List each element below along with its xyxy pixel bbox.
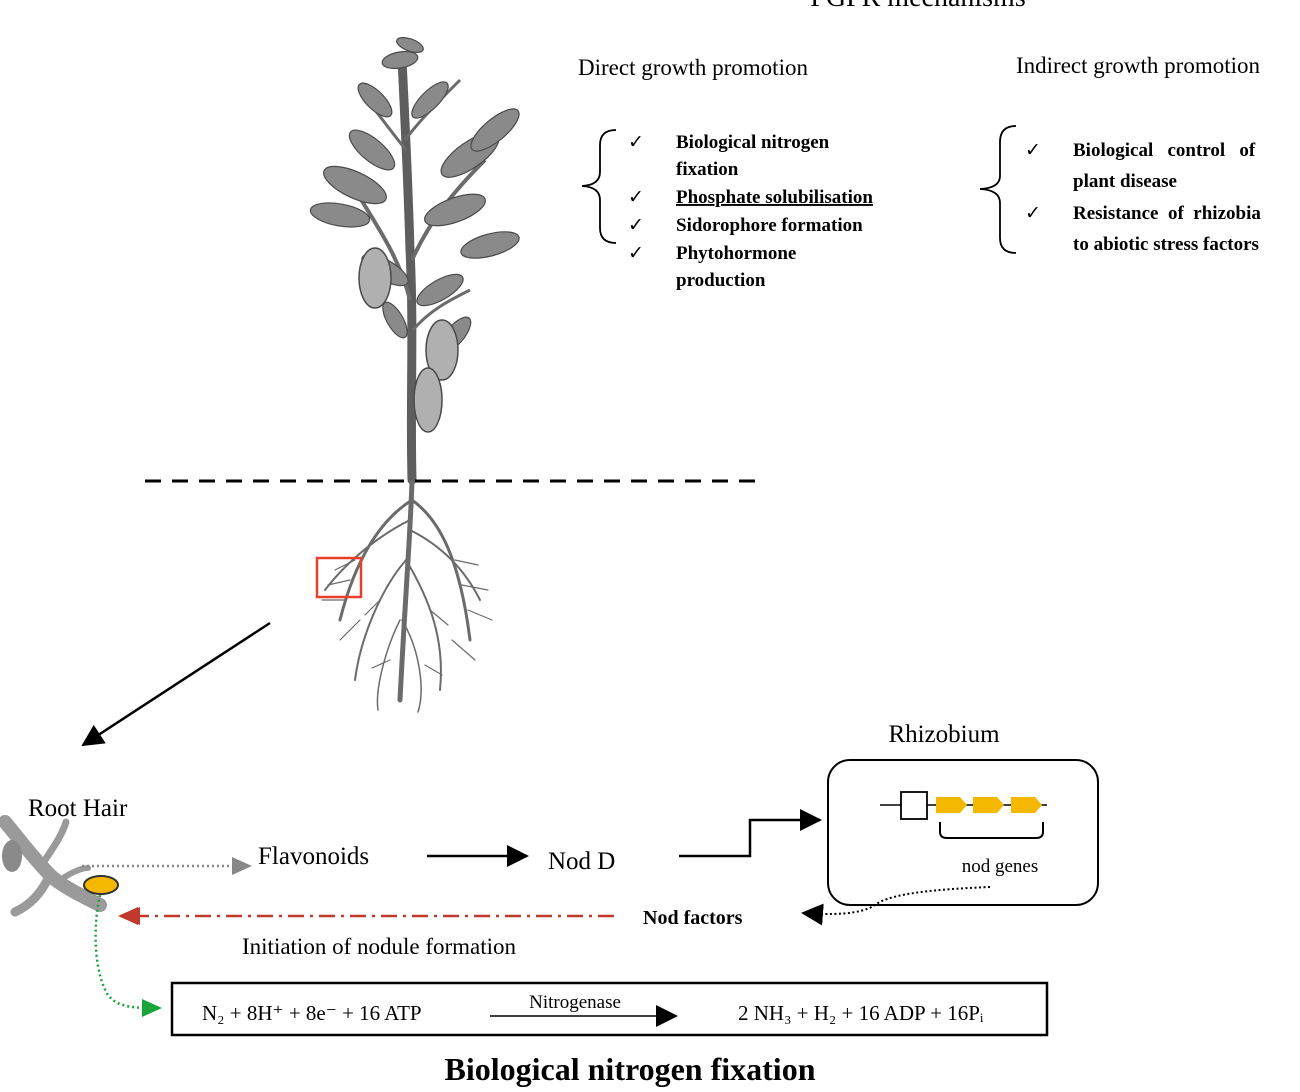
indirect-check-icon: ✓ [1025, 140, 1041, 161]
direct-item-2-line: Phosphate solubilisation [676, 187, 873, 208]
direct-item-3-line: Sidorophore formation [676, 215, 863, 236]
indirect-check-icon: ✓ [1025, 203, 1041, 224]
gene-construct [880, 791, 1047, 839]
direct-check-icon: ✓ [628, 132, 644, 153]
direct-item-4-line: Phytohormone [676, 243, 796, 264]
nod-gene-2 [973, 797, 1004, 813]
indirect-heading: Indirect growth promotion [1016, 53, 1261, 78]
nod-gene-3 [1011, 797, 1042, 813]
nod-gene-1 [936, 797, 967, 813]
equation-right: 2 NH₃ + H₂ + 16 ADP + 16Pᵢ [738, 1001, 984, 1025]
direct-item-1-line: fixation [676, 159, 739, 180]
root-hair-illustration [0, 815, 119, 917]
direct-item-4-line: production [676, 270, 766, 291]
initiation-label: Initiation of nodule formation [242, 934, 517, 959]
indirect-item-2-line: Resistance of rhizobia [1073, 203, 1261, 224]
indirect-item-2-line: to abiotic stress factors [1073, 234, 1259, 255]
pgpr-title: PGPR mechanisms [810, 0, 1025, 13]
root-hair-label: Root Hair [28, 795, 128, 822]
indirect-item-1-line: plant disease [1073, 171, 1177, 192]
direct-item-1-line: Biological nitrogen [676, 132, 830, 153]
rhizobium-label: Rhizobium [888, 721, 1000, 748]
promoter-box [900, 791, 928, 820]
equation-left: N₂ + 8H⁺ + 8e⁻ + 16 ATP [202, 1001, 422, 1025]
nitrogenase-label: Nitrogenase [529, 992, 621, 1013]
indirect-item-1-line: Biological control of [1073, 140, 1256, 161]
direct-check-icon: ✓ [628, 187, 644, 208]
nod-d-label: Nod D [548, 848, 615, 875]
direct-brace [581, 129, 617, 244]
plant-illustration [145, 37, 765, 713]
nod-genes-label: nod genes [962, 856, 1039, 877]
zoom-arrow [81, 621, 271, 747]
equation-box [170, 981, 1049, 1037]
direct-list: ✓ Biological nitrogen fixation ✓ Phosphate s… [628, 132, 873, 291]
root-highlight-box [315, 556, 363, 599]
rhizobium-box [827, 759, 1099, 906]
direct-check-icon: ✓ [628, 243, 644, 264]
nod-factors-label: Nod factors [643, 907, 743, 929]
nodd-to-rhizobium-arrow [679, 809, 822, 858]
bottom-title: Biological nitrogen fixation [445, 1051, 816, 1087]
flavonoids-label: Flavonoids [258, 843, 369, 870]
red-arrow-head [118, 907, 138, 925]
nod-factors-dotted-arrow [801, 886, 991, 926]
direct-heading: Direct growth promotion [578, 55, 808, 80]
direct-check-icon: ✓ [628, 215, 644, 236]
indirect-list: ✓ Biological control of plant disease ✓ Resi… [1025, 140, 1261, 255]
rhizobium-cell [83, 875, 119, 895]
nod-genes-bracket [939, 822, 1044, 839]
indirect-brace [979, 125, 1017, 254]
